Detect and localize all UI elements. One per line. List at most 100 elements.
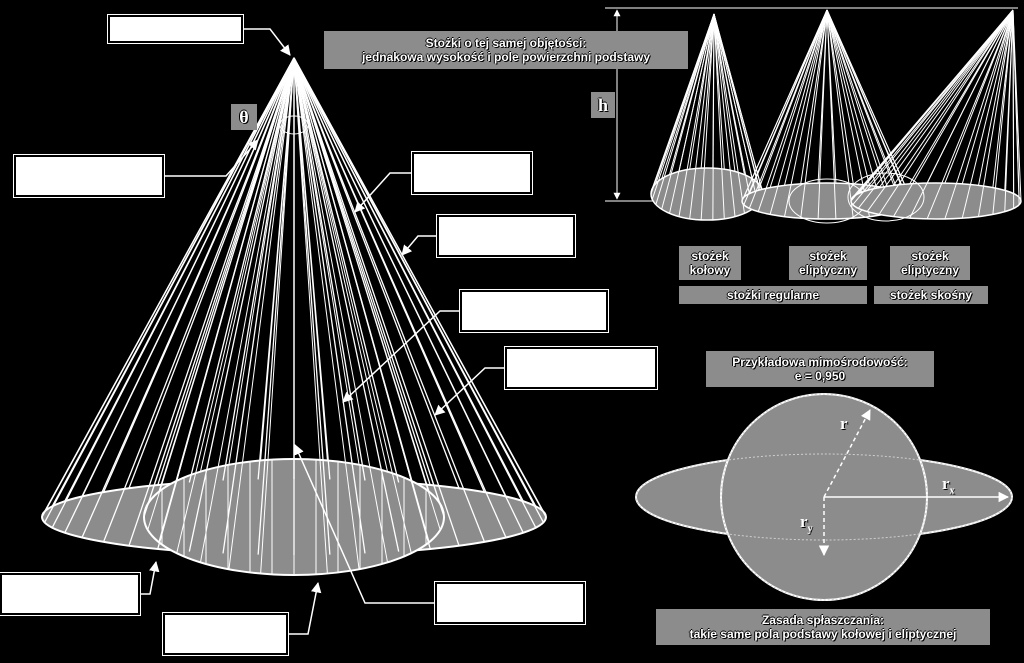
callout-box-right-generatrix [504,346,658,390]
inner-generatrix-line [158,57,295,492]
oblique-cone-line [992,9,1014,215]
elliptic-cone-text-1: stożek eliptyczny [798,249,858,277]
lateral-connector [401,235,437,256]
oblique-cone-line [857,9,1014,209]
elliptic-cone-line [826,9,885,215]
height-label: h [591,92,615,118]
inner-generatrix-line [176,57,295,554]
generatrix-line [293,57,331,555]
elliptic-cone-line [826,9,854,184]
circular-cone-line [655,13,715,184]
circular-cone-line [678,13,715,172]
callout-box-base-center [434,581,586,625]
oblique-cone-line [878,9,1014,188]
oblique-cone-text: stożek skośny [889,288,973,302]
generatrix-line [128,57,295,546]
inner-generatrix-line [293,57,328,461]
oblique-cone-line [961,9,1014,219]
elliptic-cone-line [826,9,897,212]
theta-label: θ [231,104,257,130]
elliptic-cone-line [784,9,828,186]
elliptic-cone-line [743,9,828,198]
base-edge-connector [140,560,160,595]
oblique-cone-line [926,9,1014,184]
generatrix-line [157,57,295,486]
callout-box-axis [13,154,165,198]
height-connector [342,310,460,403]
generatrix-line [293,57,507,497]
base-center-connector [294,444,435,604]
generatrix-line [293,57,460,546]
radius-ry-label: ry [800,512,813,534]
callout-box-base-edge [0,572,141,616]
circular-cone-text: stożek kołowy [689,249,731,277]
generatrix-line [293,57,545,512]
callout-box-lateral-surface [436,214,576,258]
generatrix-line [293,57,400,552]
oblique-cone-line [944,9,1014,220]
circular-cone-line [713,13,736,172]
circular-cone-line [713,13,725,219]
circular-cone-line [713,13,725,170]
generatrix-line [64,57,295,502]
h-symbol: h [597,95,608,115]
generatrix-line [293,57,486,543]
generatrix-line [102,57,295,493]
base-circle-connector [288,581,322,635]
elliptic-cone-line [826,9,897,191]
radius-ry-sub: y [807,523,813,535]
inner-generatrix-line [293,57,412,481]
generatrix-line [188,57,295,552]
inner-generatrix-line [176,57,295,481]
inner-generatrix-line [293,57,389,563]
inner-generatrix-line [293,57,412,554]
inner-generatrix-line [293,57,389,472]
elliptic-cone-line [817,9,828,184]
oblique-cone-line [978,9,1014,217]
eccentricity-label: Przykładowa mimośrodowość: e = 0,950 [706,351,934,387]
inner-generatrix-line [199,57,295,472]
elliptic-cone-line [748,9,828,194]
generatrix-line [188,57,295,483]
inner-generatrix-line [293,57,430,492]
radius-r-text: r [840,414,848,433]
circular-cone-line [712,13,715,169]
circular-cone-line [713,13,763,189]
elliptic-cone-line [757,9,828,191]
circular-cone-label: stożek kołowy [679,246,741,280]
circular-cone-line [713,13,745,175]
oblique-cone-line [926,9,1014,220]
inner-generatrix-line [293,57,328,574]
flattening-line-2: takie same pola podstawy kołowej i elipt… [689,627,957,641]
circular-cone-line [689,13,715,170]
oblique-cone-line [1004,9,1014,191]
generatrix-line [43,57,295,512]
axis-connector [164,139,259,177]
generatrix-line [293,57,431,486]
radius-ry-text: r [800,512,808,531]
generatrix-line [222,57,295,481]
generatrix-line [293,57,486,493]
flattening-label: Zasada spłaszczania: takie same pola pod… [656,609,990,645]
elliptic-cone-line [826,9,870,186]
generatrix-line [51,57,295,507]
radius-rx-label: rx [942,474,955,496]
generatrix-connector [354,172,412,213]
circular-cone-line [700,13,715,220]
oblique-cone-label: stożek skośny [874,286,988,304]
regular-cones-text: stożki regularne [726,288,820,302]
radius-rx-sub: x [949,485,955,497]
circular-cone-line [700,13,715,169]
inner-generatrix-line [293,57,360,570]
circular-cone-line [669,13,715,175]
elliptic-cone-text-2: stożek eliptyczny [900,249,960,277]
circular-cone-line [661,13,715,179]
inner-generatrix-line [260,57,295,461]
oblique-cone-line [944,9,1014,184]
radius-rx-text: r [942,474,950,493]
title-line-2: jednakowa wysokość i pole powierzchni po… [361,50,651,64]
inner-generatrix-line [147,57,295,505]
elliptic-cone-line [769,9,828,215]
